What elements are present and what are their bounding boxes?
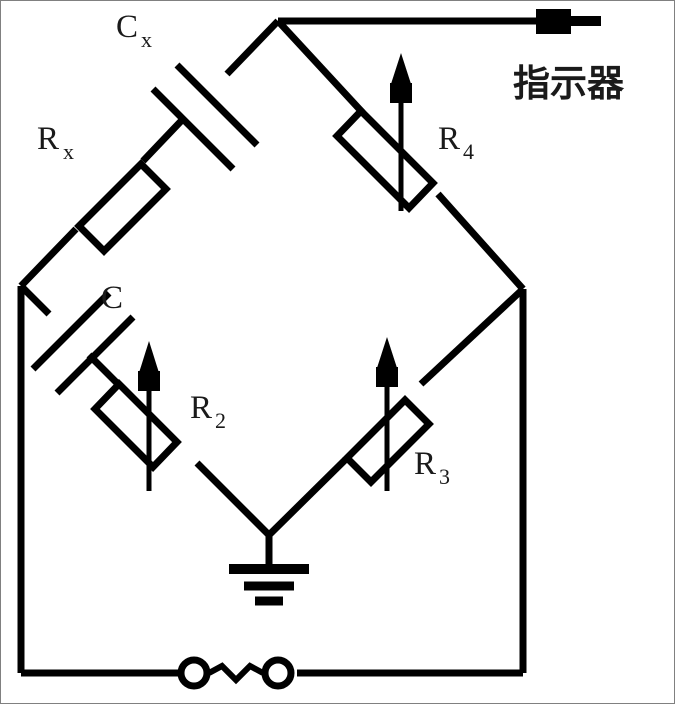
label-r2-sub: 2 bbox=[215, 408, 226, 433]
arm-top-left bbox=[18, 18, 281, 289]
r4-wiper-block bbox=[390, 83, 412, 103]
wire-r4-to-right bbox=[435, 191, 526, 292]
label-cx-main: C bbox=[116, 9, 138, 45]
r3-wiper-arrow-icon bbox=[376, 337, 398, 371]
arm-top-right bbox=[275, 18, 526, 292]
wire-rx-to-cx bbox=[140, 116, 186, 164]
label-r4-main: R bbox=[438, 121, 460, 157]
resistor-r2 bbox=[90, 341, 182, 491]
cx-plate-2 bbox=[174, 62, 260, 148]
label-indicator: 指示器 bbox=[513, 62, 625, 105]
capacitor-c bbox=[30, 290, 136, 396]
label-rx-main: R bbox=[37, 121, 59, 157]
capacitor-cx bbox=[150, 62, 260, 172]
label-rx-sub: x bbox=[63, 139, 74, 164]
resistor-r4 bbox=[332, 53, 438, 214]
c-plate-2 bbox=[54, 314, 136, 396]
label-r4-sub: 4 bbox=[463, 139, 474, 164]
resistor-r3 bbox=[342, 337, 434, 491]
label-r2-main: R bbox=[190, 390, 212, 426]
r4-body bbox=[332, 105, 438, 214]
terminal-left-icon bbox=[177, 656, 211, 690]
output-arrow-icon bbox=[536, 9, 601, 34]
r2-body bbox=[90, 378, 182, 473]
source-squiggle bbox=[207, 662, 265, 685]
resistor-rx bbox=[74, 159, 171, 256]
terminal-right-icon bbox=[261, 656, 295, 690]
rx-body bbox=[74, 159, 171, 256]
supply-loop bbox=[17, 286, 527, 677]
wire-top-to-r4 bbox=[275, 18, 366, 116]
r2-wiper-block bbox=[138, 371, 160, 391]
label-r3-main: R bbox=[414, 446, 436, 482]
wire-left-to-c bbox=[18, 283, 52, 317]
wire-left-to-rx bbox=[18, 226, 79, 289]
c-plate-1 bbox=[30, 290, 112, 372]
wire-r2-to-bottom bbox=[194, 460, 272, 538]
label-r3-sub: 3 bbox=[439, 464, 450, 489]
wire-bottom-to-r3 bbox=[266, 457, 348, 538]
output-lead bbox=[278, 9, 601, 34]
wire-r3-to-right bbox=[418, 286, 526, 387]
arm-bottom-right bbox=[266, 286, 526, 538]
cx-plate-1 bbox=[150, 86, 236, 172]
wire-cx-to-top bbox=[224, 18, 281, 77]
r2-wiper-arrow-icon bbox=[138, 341, 160, 376]
component-labels: C x R x C R 2 R 3 R 4 指示器 bbox=[37, 9, 625, 489]
label-cx-sub: x bbox=[141, 27, 152, 52]
ground-symbol bbox=[229, 535, 309, 606]
label-c-main: C bbox=[101, 280, 123, 316]
source-terminals bbox=[177, 656, 295, 690]
r4-wiper-arrow-icon bbox=[390, 53, 412, 87]
r3-wiper-block bbox=[376, 367, 398, 387]
